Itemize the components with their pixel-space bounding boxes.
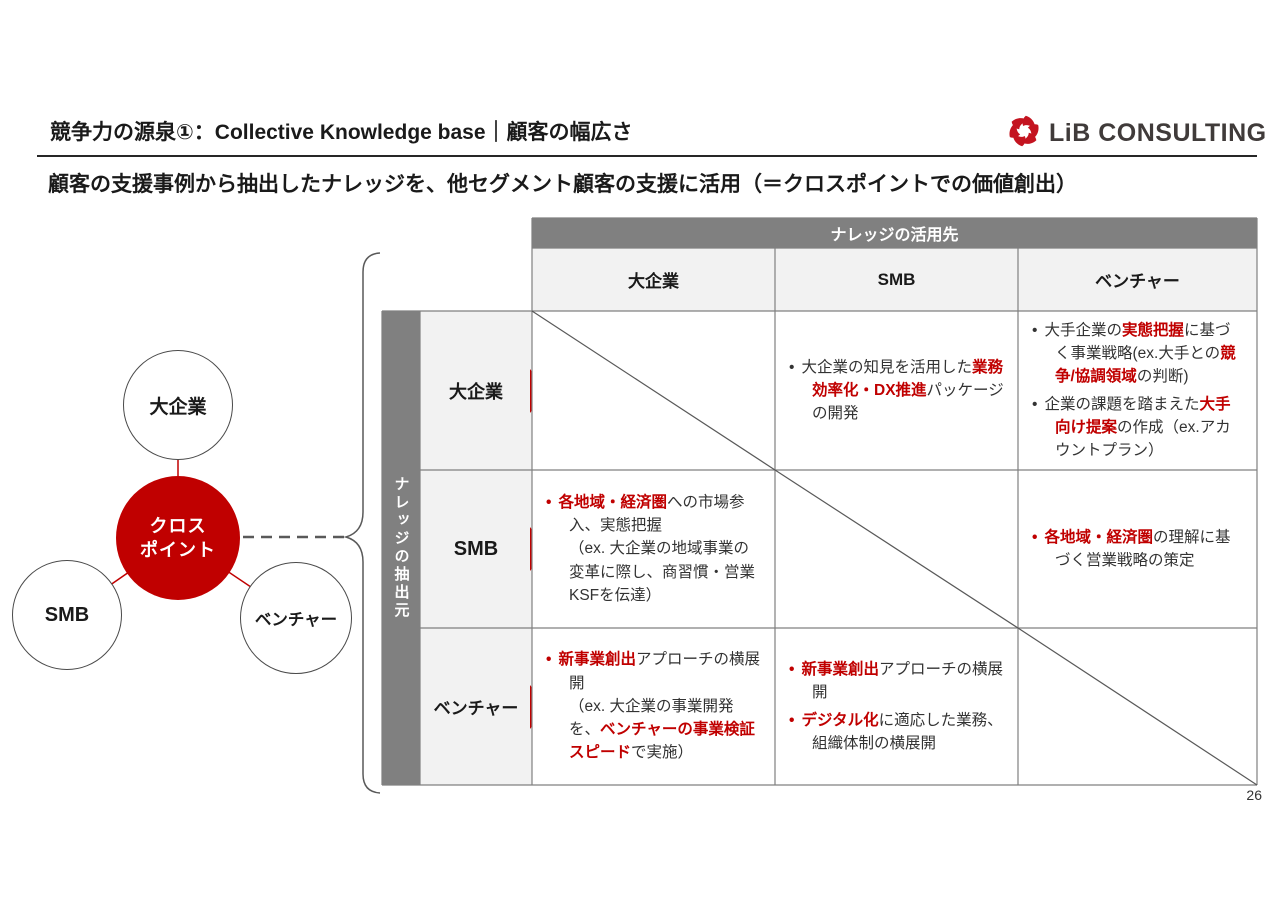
diagram-node-cross-point: クロス ポイント (116, 476, 240, 600)
matrix-cell-1-1 (775, 470, 1018, 628)
body-text: への市場参入、実態把握 (569, 493, 745, 535)
bullet-item: • 新事業創出アプローチの横展開 (789, 658, 1006, 705)
logo: LiB CONSULTING (1005, 113, 1267, 154)
slide-message: 顧客の支援事例から抽出したナレッジを、他セグメント顧客の支援に活用（＝クロスポイ… (48, 173, 1077, 196)
matrix-cell-2-2 (1018, 628, 1257, 785)
body-text: で実施） (631, 744, 694, 762)
column-header-large-enterprise: 大企業 (532, 248, 775, 311)
bullet-item: • 各地域・経済圏の理解に基づく営業戦略の策定 (1032, 526, 1245, 573)
diagram-node-label: 大企業 (149, 396, 207, 418)
highlight-text: 新事業創出 (801, 661, 879, 678)
title-underline (37, 155, 1257, 157)
highlight-text: デジタル化 (801, 711, 879, 729)
highlight-text: 大手向け提案 (1055, 395, 1231, 436)
row-axis-title-bar: ナレッジの抽出元 (382, 311, 420, 785)
matrix-cell-1-0: • 各地域・経済圏への市場参入、実態把握 （ex. 大企業の地域事業の変革に際し、商… (532, 470, 775, 628)
diagram-node-venture: ベンチャー (240, 562, 352, 674)
bullet-icon: • (789, 358, 795, 376)
body-text: （ex. 大企業の地域事業の変革に際し、商習慣・営業KSFを伝達） (569, 540, 756, 604)
diagonal-line (775, 470, 1018, 628)
body-text: に適応した業務、組織体制の横展開 (812, 711, 1003, 752)
bullet-icon: • (546, 651, 552, 669)
column-headers: 大企業 SMB ベンチャー (532, 248, 1257, 311)
bullet-icon: • (789, 661, 795, 678)
body-text: 大企業の知見を活用した (801, 358, 972, 376)
body-text: の作成（ex.アカウントプラン） (1055, 418, 1231, 459)
body-text: の理解に基づく営業戦略の策定 (1055, 528, 1231, 569)
bullet-icon: • (1032, 321, 1038, 339)
cross-point-label-line1: クロス (149, 515, 207, 536)
bullet-item: • 企業の課題を踏まえた大手向け提案の作成（ex.アカウントプラン） (1032, 393, 1245, 463)
bullet-item: • デジタル化に適応した業務、組織体制の横展開 (789, 709, 1006, 756)
row-header-1: SMB (420, 470, 532, 628)
body-text: パッケージの開発 (812, 381, 1004, 423)
diagram-node-label: SMB (44, 603, 90, 626)
column-header-smb: SMB (775, 248, 1018, 311)
bullet-item: • 新事業創出アプローチの横展開 （ex. 大企業の事業開発を、ベンチャーの事業検証… (546, 648, 763, 764)
diagram-node-smb: SMB (12, 560, 122, 670)
highlight-text: 業務効率化・DX推進 (812, 358, 1003, 399)
body-text: に基づく事業戦略(ex.大手との (1055, 321, 1231, 362)
bullet-item: • 各地域・経済圏への市場参入、実態把握 （ex. 大企業の地域事業の変革に際し、商… (546, 491, 763, 607)
bullet-icon: • (789, 711, 795, 729)
diagram-node-label: ベンチャー (254, 611, 338, 629)
highlight-text: 新事業創出 (558, 651, 636, 669)
highlight-text: ベンチャーの事業検証スピード (569, 721, 755, 762)
matrix-cell-0-1: • 大企業の知見を活用した業務効率化・DX推進パッケージの開発 (775, 311, 1018, 470)
matrix-cell-0-2: • 大手企業の実態把握に基づく事業戦略(ex.大手との競争/協調領域の判断) • 企業… (1018, 311, 1257, 470)
body-text: アプローチの横展開 (569, 651, 760, 692)
body-text: の判断) (1136, 368, 1189, 386)
logo-swirl-icon (1005, 113, 1043, 154)
row-header-2: ベンチャー (420, 628, 532, 785)
highlight-text: 競争/協調領域 (1055, 345, 1236, 386)
logo-text: LiB CONSULTING (1049, 118, 1267, 147)
matrix-cell-0-0 (532, 311, 775, 470)
highlight-text: 実態把握 (1121, 321, 1184, 339)
row-axis-title: ナレッジの抽出元 (392, 476, 410, 620)
body-text: アプローチの横展開 (812, 661, 1003, 702)
matrix-cell-1-2: • 各地域・経済圏の理解に基づく営業戦略の策定 (1018, 470, 1257, 628)
bullet-icon: • (546, 493, 552, 511)
body-text: 企業の課題を踏まえた (1044, 395, 1200, 413)
highlight-text: 各地域・経済圏 (1044, 528, 1153, 546)
bullet-item: • 大企業の知見を活用した業務効率化・DX推進パッケージの開発 (789, 356, 1006, 426)
row-header-0: 大企業 (420, 311, 532, 470)
cross-point-label-line2: ポイント (140, 540, 216, 560)
diagonal-line (1018, 628, 1257, 785)
column-header-venture: ベンチャー (1018, 248, 1257, 311)
bullet-icon: • (1032, 528, 1038, 546)
matrix-cell-2-0: • 新事業創出アプローチの横展開 （ex. 大企業の事業開発を、ベンチャーの事業検証… (532, 628, 775, 785)
body-text: （ex. 大企業の事業開発を、 (569, 697, 734, 739)
bullet-icon: • (1032, 395, 1038, 413)
body-text: 大手企業の (1044, 321, 1122, 339)
matrix-cell-2-1: • 新事業創出アプローチの横展開 • デジタル化に適応した業務、組織体制の横展開 (775, 628, 1018, 785)
diagonal-line (532, 311, 775, 470)
diagram-node-large-enterprise: 大企業 (123, 350, 233, 460)
highlight-text: 各地域・経済圏 (558, 493, 667, 511)
page-number: 26 (1246, 787, 1262, 803)
page-title: 競争力の源泉①：Collective Knowledge base｜顧客の幅広さ (50, 121, 633, 144)
bullet-item: • 大手企業の実態把握に基づく事業戦略(ex.大手との競争/協調領域の判断) (1032, 319, 1245, 389)
column-axis-title: ナレッジの活用先 (532, 218, 1257, 248)
